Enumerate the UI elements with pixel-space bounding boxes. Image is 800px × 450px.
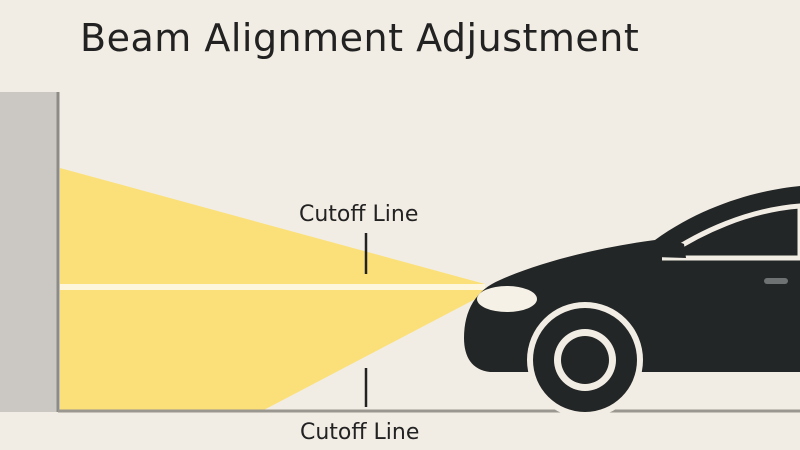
wall	[0, 92, 58, 412]
horizontal-cutoff-line	[60, 284, 485, 290]
diagram-title: Beam Alignment Adjustment	[80, 16, 640, 60]
headlight-lamp	[477, 286, 537, 312]
wheel-hub	[561, 336, 609, 384]
cutoff-line-label-top: Cutoff Line	[299, 202, 419, 227]
front-wheel	[527, 302, 643, 418]
cutoff-line-label-bottom: Cutoff Line	[300, 420, 420, 445]
car-mirror	[655, 242, 686, 258]
car-icon	[464, 186, 800, 418]
door-handle	[764, 278, 788, 284]
